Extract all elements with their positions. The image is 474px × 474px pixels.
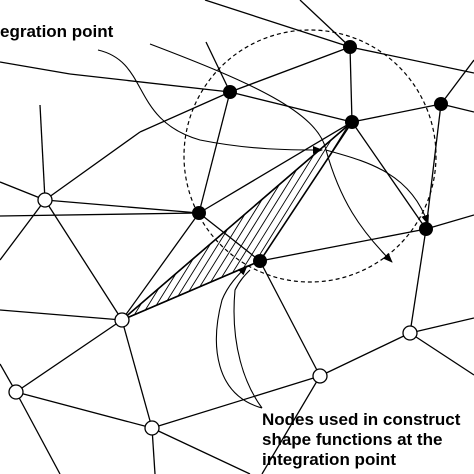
node-filled [223, 85, 237, 99]
node-filled [434, 97, 448, 111]
node-filled [345, 115, 359, 129]
nodes-used-label: Nodes used in construct shape functions … [262, 410, 460, 470]
node-filled [343, 40, 357, 54]
node-filled [419, 222, 433, 236]
filled-nodes [192, 40, 448, 268]
nodes-used-label-line: shape functions at the [262, 430, 443, 449]
integration-point-arrows [97, 43, 429, 263]
support-domain-circle [183, 29, 437, 283]
node-open [402, 325, 418, 341]
node-filled [253, 254, 267, 268]
node-open [37, 192, 53, 208]
node-open [312, 368, 328, 384]
node-open [144, 420, 160, 436]
node-open [114, 312, 130, 328]
node-open [8, 384, 24, 400]
nodes-used-label-line: Nodes used in construct [262, 410, 461, 429]
nodes-used-label-line: integration point [262, 450, 397, 469]
integration-point-label: egration point [0, 22, 114, 41]
open-nodes [8, 192, 418, 436]
nodes-label-arrows [215, 265, 263, 409]
node-filled [192, 206, 206, 220]
